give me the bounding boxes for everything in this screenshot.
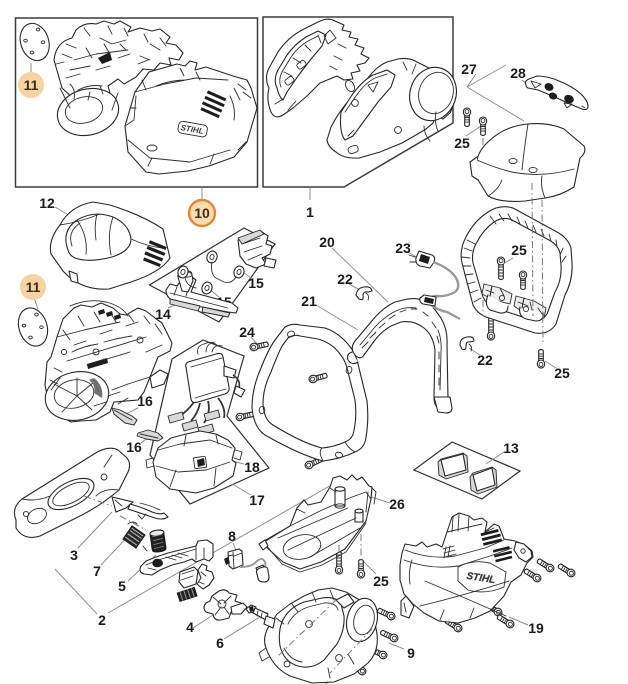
svg-text:3: 3 (70, 547, 78, 563)
svg-text:28: 28 (510, 65, 526, 81)
svg-text:26: 26 (389, 496, 405, 512)
svg-text:13: 13 (503, 440, 519, 456)
svg-text:23: 23 (395, 240, 411, 256)
svg-text:4: 4 (186, 619, 194, 635)
svg-text:19: 19 (528, 620, 544, 636)
svg-text:14: 14 (155, 306, 171, 322)
svg-text:16: 16 (137, 393, 153, 409)
svg-text:15: 15 (248, 275, 264, 291)
svg-text:12: 12 (39, 195, 55, 211)
svg-text:25: 25 (511, 242, 527, 258)
svg-text:25: 25 (454, 135, 470, 151)
svg-text:11: 11 (24, 77, 39, 93)
svg-text:STIHL: STIHL (466, 571, 496, 586)
svg-text:21: 21 (301, 293, 317, 309)
svg-text:5: 5 (118, 578, 126, 594)
svg-text:10: 10 (194, 205, 210, 221)
svg-text:STIHL: STIHL (180, 123, 204, 136)
svg-text:18: 18 (244, 459, 260, 475)
svg-text:22: 22 (477, 352, 493, 368)
svg-text:2: 2 (98, 612, 106, 628)
svg-text:20: 20 (319, 234, 335, 250)
svg-text:24: 24 (239, 324, 255, 340)
svg-text:25: 25 (554, 365, 570, 381)
svg-text:17: 17 (249, 492, 265, 508)
svg-text:9: 9 (407, 645, 415, 661)
svg-text:25: 25 (373, 573, 389, 589)
svg-text:27: 27 (461, 61, 477, 77)
svg-text:6: 6 (216, 635, 224, 651)
svg-text:7: 7 (93, 563, 101, 579)
svg-text:8: 8 (228, 528, 236, 544)
svg-text:16: 16 (126, 439, 142, 455)
svg-text:1: 1 (306, 204, 314, 220)
svg-text:22: 22 (337, 271, 353, 287)
svg-text:11: 11 (26, 279, 41, 295)
